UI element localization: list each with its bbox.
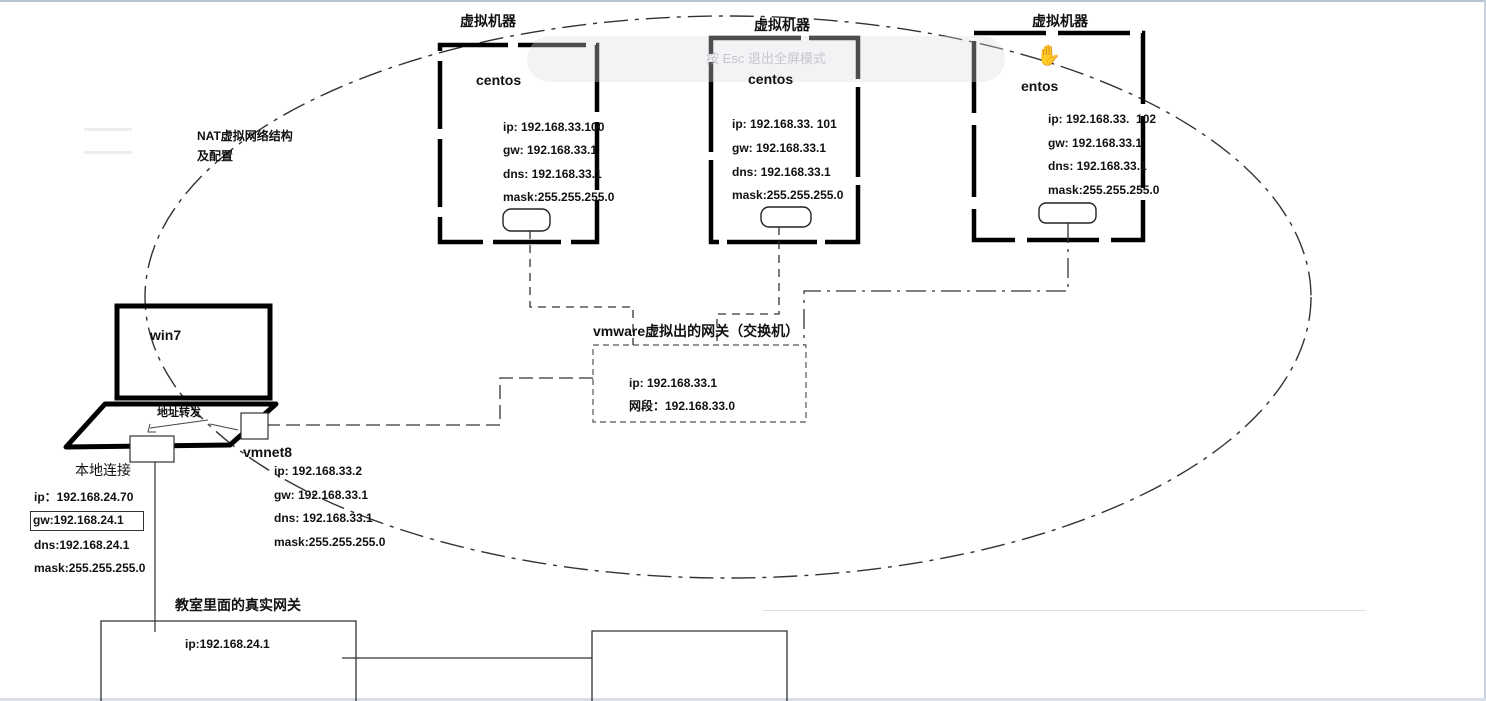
fullscreen-exit-hint[interactable]: 按 Esc 退出全屏模式 xyxy=(527,36,1005,82)
local-conn-ip: ip：192.168.24.70 xyxy=(34,490,134,504)
forward-arrow-line xyxy=(149,419,209,429)
vm3-ip: ip: 192.168.33. 102 xyxy=(1048,112,1157,126)
switch-ip: ip: 192.168.33.1 xyxy=(629,376,718,390)
vm2-mask: mask:255.255.255.0 xyxy=(732,188,844,202)
local-conn-mask: mask:255.255.255.0 xyxy=(34,561,146,575)
local-conn-title: 本地连接 xyxy=(75,462,131,478)
vmnet8-mask: mask:255.255.255.0 xyxy=(274,535,386,549)
local-conn-gw: gw:192.168.24.1 xyxy=(33,513,124,527)
switch-title: vmware虚拟出的网关（交换机） xyxy=(593,323,800,339)
faint-mark xyxy=(84,128,132,154)
address-forward-label: 地址转发 xyxy=(157,407,201,419)
laptop-screen xyxy=(114,303,273,401)
forward-arrow-line-2 xyxy=(209,423,239,431)
laptop-base xyxy=(63,401,279,450)
real-gateway-ip: ip:192.168.24.1 xyxy=(185,637,270,651)
vm1-ip: ip: 192.168.33.100 xyxy=(503,120,605,134)
vm3-dns: dns: 192.168.33.1 xyxy=(1048,159,1147,173)
diagram-title: NAT虚拟网络结构 及配置 xyxy=(197,129,293,163)
vm3-nic-icon xyxy=(1038,202,1097,224)
link-vm2-switch xyxy=(716,227,780,345)
vm1-dns: dns: 192.168.33.1 xyxy=(503,167,602,181)
vm3-name: entos xyxy=(1021,78,1059,94)
vm3-mask: mask:255.255.255.0 xyxy=(1048,183,1160,197)
vm3-heading: 虚拟机器 xyxy=(1032,13,1088,29)
internet-box xyxy=(591,630,788,701)
vmnet8-gw: gw: 192.168.33.1 xyxy=(274,488,369,502)
local-conn-dns: dns:192.168.24.1 xyxy=(34,538,130,552)
vmnet8-dns: dns: 192.168.33.1 xyxy=(274,511,373,525)
vm2-nic-icon xyxy=(760,206,812,228)
vm1-heading: 虚拟机器 xyxy=(460,13,516,29)
local-conn-port-icon xyxy=(129,435,175,463)
window-right-border xyxy=(1484,0,1486,701)
hand-cursor-icon: ✋ xyxy=(1036,45,1061,67)
vm1-nic-icon xyxy=(502,208,551,232)
vm1-mask: mask:255.255.255.0 xyxy=(503,190,615,204)
vm3-gw: gw: 192.168.33.1 xyxy=(1048,136,1143,150)
window-bottom-border xyxy=(0,698,1486,701)
nat-network-ellipse xyxy=(144,15,1312,579)
vm-box-1 xyxy=(437,42,600,245)
real-gateway-title: 教室里面的真实网关 xyxy=(175,597,301,613)
switch-box xyxy=(592,344,807,423)
link-vm1-switch xyxy=(529,231,634,345)
vm-box-2 xyxy=(708,35,861,245)
window-top-border xyxy=(0,0,1486,2)
forward-arrow-head xyxy=(147,423,156,433)
vm2-ip: ip: 192.168.33. 101 xyxy=(732,117,837,131)
vmnet8-port-icon xyxy=(240,412,269,440)
vm1-gw: gw: 192.168.33.1 xyxy=(503,143,598,157)
link-switch-vmnet8 xyxy=(268,377,593,426)
link-vm3-switch xyxy=(803,223,1069,345)
vm2-heading: 虚拟机器 xyxy=(754,17,810,33)
vm2-name: centos xyxy=(748,71,794,87)
vmnet8-ip: ip: 192.168.33.2 xyxy=(274,464,363,478)
vmnet8-title: vmnet8 xyxy=(243,444,293,460)
local-conn-gw-highlight xyxy=(30,511,144,531)
real-gateway-box xyxy=(100,620,357,701)
switch-segment: 网段：192.168.33.0 xyxy=(629,399,736,413)
host-name: win7 xyxy=(150,327,182,343)
vm2-gw: gw: 192.168.33.1 xyxy=(732,141,827,155)
vm1-name: centos xyxy=(476,72,522,88)
faint-divider xyxy=(763,610,1366,611)
vm2-dns: dns: 192.168.33.1 xyxy=(732,165,831,179)
vm-box-3 xyxy=(971,30,1146,243)
